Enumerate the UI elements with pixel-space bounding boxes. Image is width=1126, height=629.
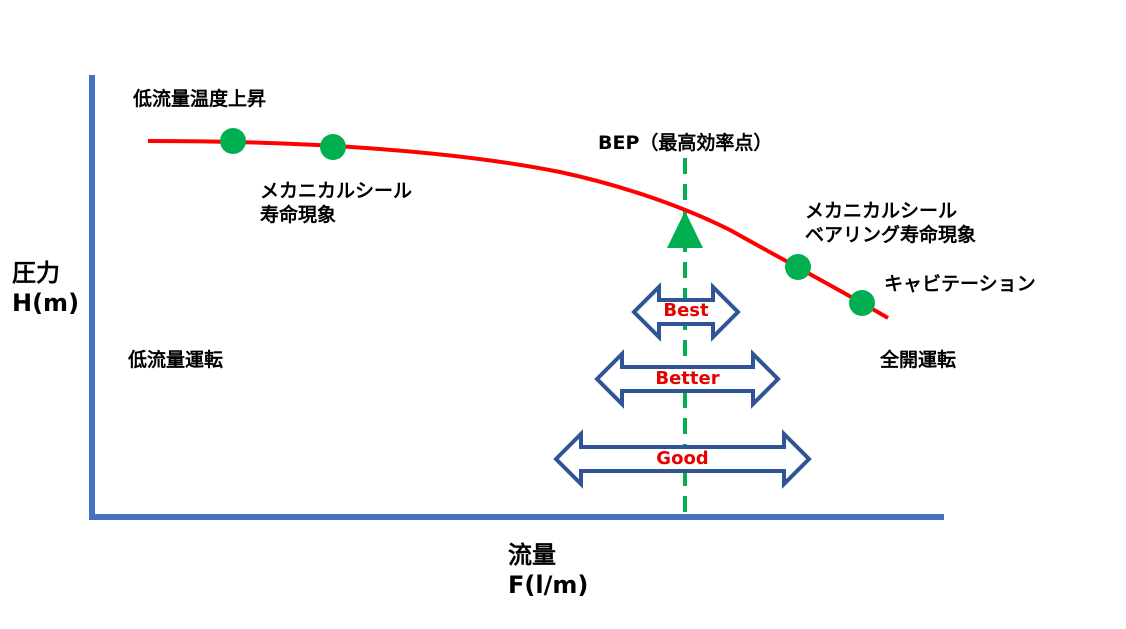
y-axis-label: 圧力 H(m) [12, 258, 79, 318]
bep-marker-triangle [667, 211, 703, 248]
bep-label: BEP（最高効率点） [598, 132, 773, 154]
best-range-arrow [631, 282, 741, 342]
better-range-arrow [594, 349, 781, 409]
marker-low-flow-temp [220, 128, 246, 154]
mech-seal-right-label: メカニカルシール ベアリング寿命現象 [805, 200, 976, 248]
mech-seal-right-line1: メカニカルシール [805, 200, 958, 222]
y-axis-label-line2: H(m) [12, 289, 80, 317]
x-axis-label-line1: 流量 [508, 541, 556, 569]
marker-cavitation [849, 290, 875, 316]
low-flow-temp-label: 低流量温度上昇 [133, 88, 267, 110]
mech-seal-left-line1: メカニカルシール [260, 180, 413, 202]
pump-curve [147, 139, 890, 320]
x-axis-label-line2: F(l/m) [508, 571, 589, 599]
low-flow-operation-label: 低流量運転 [128, 349, 224, 371]
mech-seal-right-line2: ベアリング寿命現象 [805, 223, 977, 246]
x-axis-label: 流量 F(l/m) [508, 540, 588, 600]
mech-seal-left-line2: 寿命現象 [260, 203, 337, 226]
good-range-arrow [553, 429, 812, 489]
mech-seal-left-label: メカニカルシール 寿命現象 [260, 180, 412, 228]
y-axis-label-line1: 圧力 [12, 259, 60, 287]
marker-mech-seal-left [320, 134, 346, 160]
better-label: Better [655, 368, 720, 389]
good-label: Good [656, 448, 709, 469]
cavitation-label: キャビテーション [884, 273, 1036, 295]
full-open-operation-label: 全開運転 [880, 349, 957, 371]
marker-mech-seal-right [785, 254, 811, 280]
best-label: Best [663, 300, 709, 321]
